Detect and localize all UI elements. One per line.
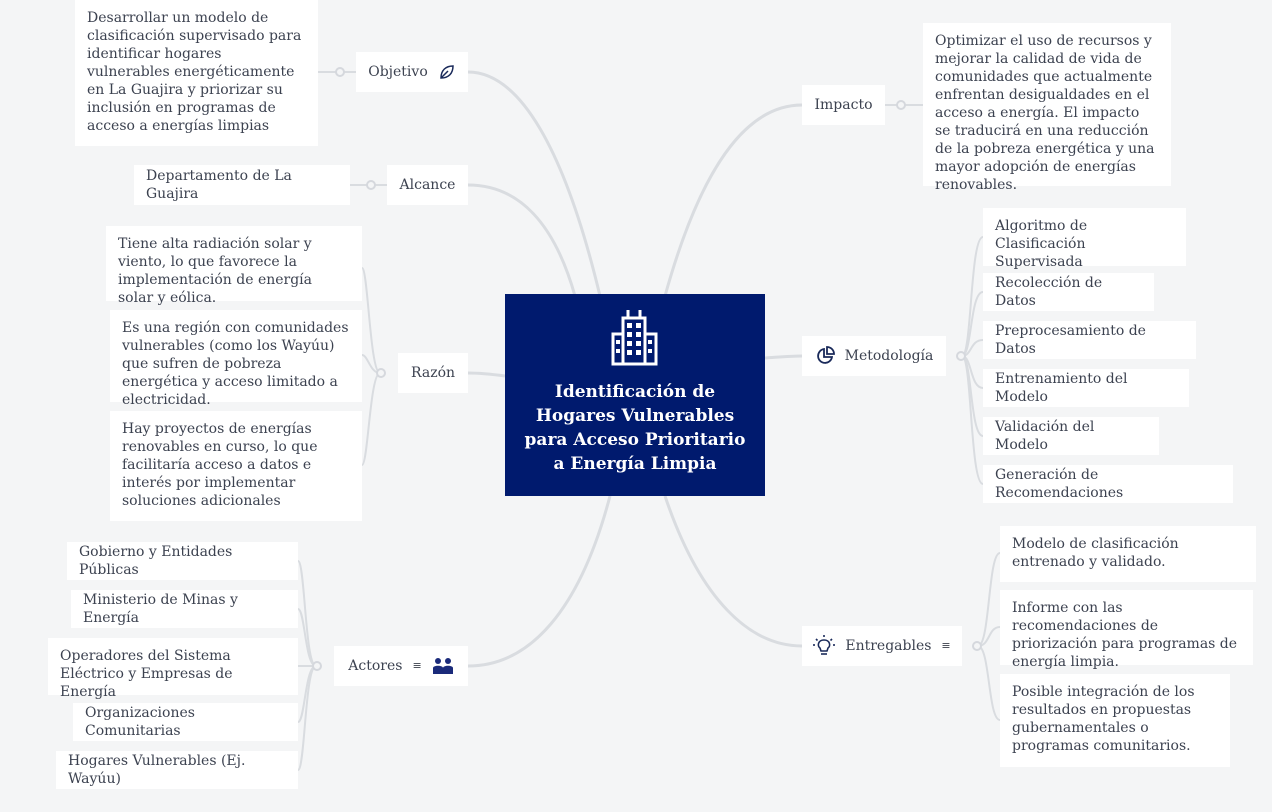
entregables-leaf[interactable]: Posible integración de los resultados en…	[1000, 674, 1230, 767]
actores-leaf[interactable]: Organizaciones Comunitarias	[73, 703, 298, 741]
connector-dot	[956, 351, 966, 361]
branch-razon[interactable]: Razón	[398, 353, 468, 393]
link-center-objetivo	[467, 70, 602, 297]
branch-label: Alcance	[399, 177, 456, 193]
notes-icon[interactable]: ≡	[412, 659, 422, 672]
metodologia-leaf[interactable]: Entrenamiento del Modelo	[983, 369, 1189, 407]
entregables-leaf[interactable]: Informe con las recomendaciones de prior…	[1000, 590, 1253, 670]
people-icon	[432, 657, 454, 675]
metodologia-leaf[interactable]: Recolección de Datos	[983, 273, 1154, 311]
objetivo-leaf[interactable]: Desarrollar un modelo de clasificación s…	[75, 0, 318, 146]
impacto-leaf[interactable]: Optimizar el uso de recursos y mejorar l…	[923, 23, 1171, 193]
branch-label: Actores	[348, 658, 403, 674]
razon-leaf[interactable]: Hay proyectos de energías renovables en …	[110, 411, 362, 521]
central-topic-title: Identificación de Hogares Vulnerables pa…	[524, 382, 746, 474]
notes-icon[interactable]: ≡	[941, 639, 951, 652]
connector-dot	[335, 67, 345, 77]
alcance-leaf[interactable]: Departamento de La Guajira	[134, 165, 350, 205]
branch-label: Impacto	[814, 97, 873, 113]
link-center-alcance	[467, 183, 577, 297]
branch-label: Entregables	[845, 638, 932, 654]
razon-leaf[interactable]: Es una región con comunidades vulnerable…	[110, 310, 362, 408]
branch-entregables[interactable]: Entregables ≡	[802, 626, 962, 666]
connector-dot	[366, 180, 376, 190]
branch-impacto[interactable]: Impacto	[802, 85, 885, 125]
link-center-metodologia	[764, 354, 803, 360]
link-center-impacto	[663, 103, 803, 297]
metodologia-leaf[interactable]: Validación del Modelo	[983, 417, 1159, 455]
connector-dot	[896, 100, 906, 110]
actores-leaf[interactable]: Hogares Vulnerables (Ej. Wayúu)	[56, 751, 298, 789]
connector-dot	[972, 641, 982, 651]
link-center-entregables	[663, 495, 803, 648]
branch-label: Metodología	[844, 348, 934, 364]
actores-leaf[interactable]: Operadores del Sistema Eléctrico y Empre…	[48, 638, 298, 700]
branch-actores[interactable]: Actores ≡	[334, 646, 468, 686]
central-topic[interactable]: Identificación de Hogares Vulnerables pa…	[505, 294, 765, 496]
pie-chart-icon	[815, 346, 835, 366]
metodologia-leaf[interactable]: Algoritmo de Clasificación Supervisada	[983, 208, 1186, 270]
branch-metodologia[interactable]: Metodología	[802, 336, 946, 376]
branch-alcance[interactable]: Alcance	[387, 165, 468, 205]
branch-objetivo[interactable]: Objetivo	[356, 52, 468, 92]
connector-dot	[312, 661, 322, 671]
link-center-razon	[467, 371, 506, 378]
branch-label: Razón	[410, 365, 456, 381]
actores-leaf[interactable]: Ministerio de Minas y Energía	[71, 590, 298, 628]
link-center-actores	[467, 495, 612, 668]
metodologia-leaf[interactable]: Generación de Recomendaciones	[983, 465, 1233, 503]
entregables-leaf[interactable]: Modelo de clasificación entrenado y vali…	[1000, 526, 1256, 582]
razon-leaf[interactable]: Tiene alta radiación solar y viento, lo …	[106, 226, 362, 306]
actores-leaf[interactable]: Gobierno y Entidades Públicas	[67, 542, 298, 580]
building-icon	[608, 308, 662, 366]
metodologia-leaf[interactable]: Preprocesamiento de Datos	[983, 321, 1196, 359]
branch-label: Objetivo	[368, 64, 428, 80]
leaf-icon	[438, 63, 456, 81]
lightbulb-icon	[813, 635, 836, 657]
connector-dot	[376, 368, 386, 378]
